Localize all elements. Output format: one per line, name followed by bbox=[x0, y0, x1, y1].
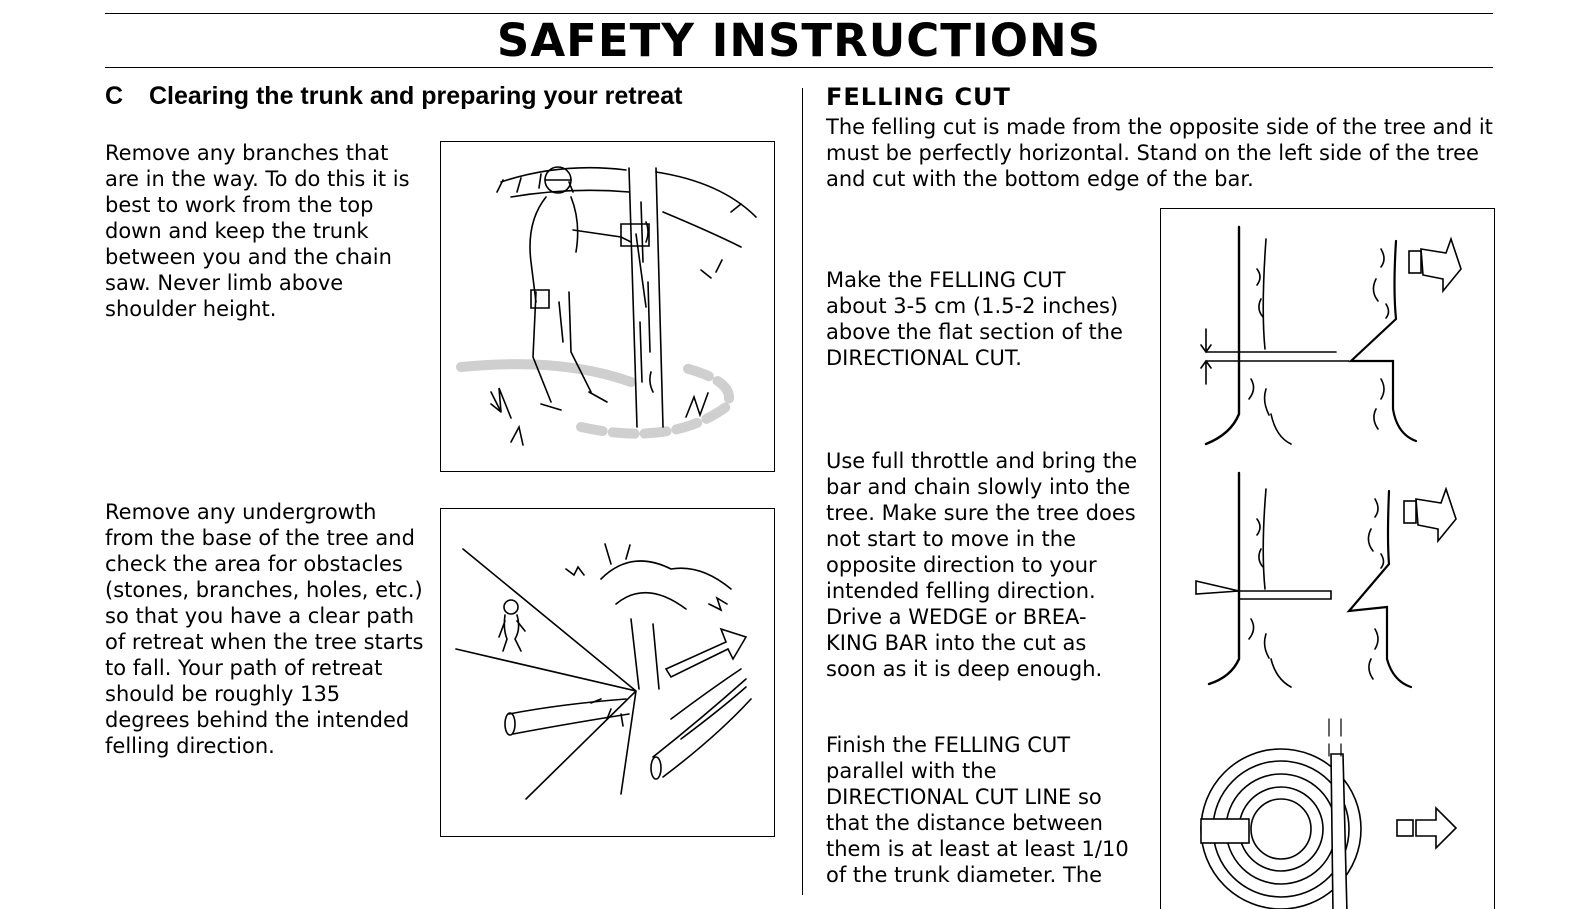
felling-cut-diagram bbox=[1195, 225, 1462, 909]
felling-cut-figure bbox=[1160, 208, 1495, 909]
limbing-operator-illustration bbox=[456, 166, 757, 446]
felling-cut-step-3: Finish the FELLING CUT parallel with the… bbox=[826, 733, 1129, 887]
felling-cut-panel-2 bbox=[1195, 471, 1457, 689]
felling-cut-heading: FELLING CUT bbox=[826, 83, 1011, 111]
felling-cut-panel-3 bbox=[1200, 718, 1458, 909]
retreat-path-illustration bbox=[455, 543, 752, 800]
title-underline bbox=[105, 67, 1493, 68]
felling-cut-panel-1 bbox=[1200, 225, 1462, 446]
section-heading: C Clearing the trunk and preparing your r… bbox=[105, 82, 682, 111]
page-title: SAFETY INSTRUCTIONS bbox=[496, 14, 1102, 67]
felling-cut-step-1: Make the FELLING CUT about 3-5 cm (1.5-2… bbox=[826, 268, 1123, 370]
undergrowth-paragraph: Remove any undergrowth from the base of … bbox=[105, 500, 424, 758]
felling-cut-step-2: Use full throttle and bring the bar and … bbox=[826, 449, 1138, 681]
section-heading-text: Clearing the trunk and preparing your re… bbox=[149, 82, 683, 110]
retreat-figure bbox=[440, 508, 775, 837]
felling-cut-intro: The felling cut is made from the opposit… bbox=[826, 115, 1493, 191]
limbing-figure bbox=[440, 141, 775, 472]
section-letter: C bbox=[105, 82, 124, 110]
limbing-paragraph: Remove any branches that are in the way.… bbox=[105, 141, 410, 321]
column-divider bbox=[802, 88, 803, 895]
top-rule bbox=[105, 13, 1493, 14]
